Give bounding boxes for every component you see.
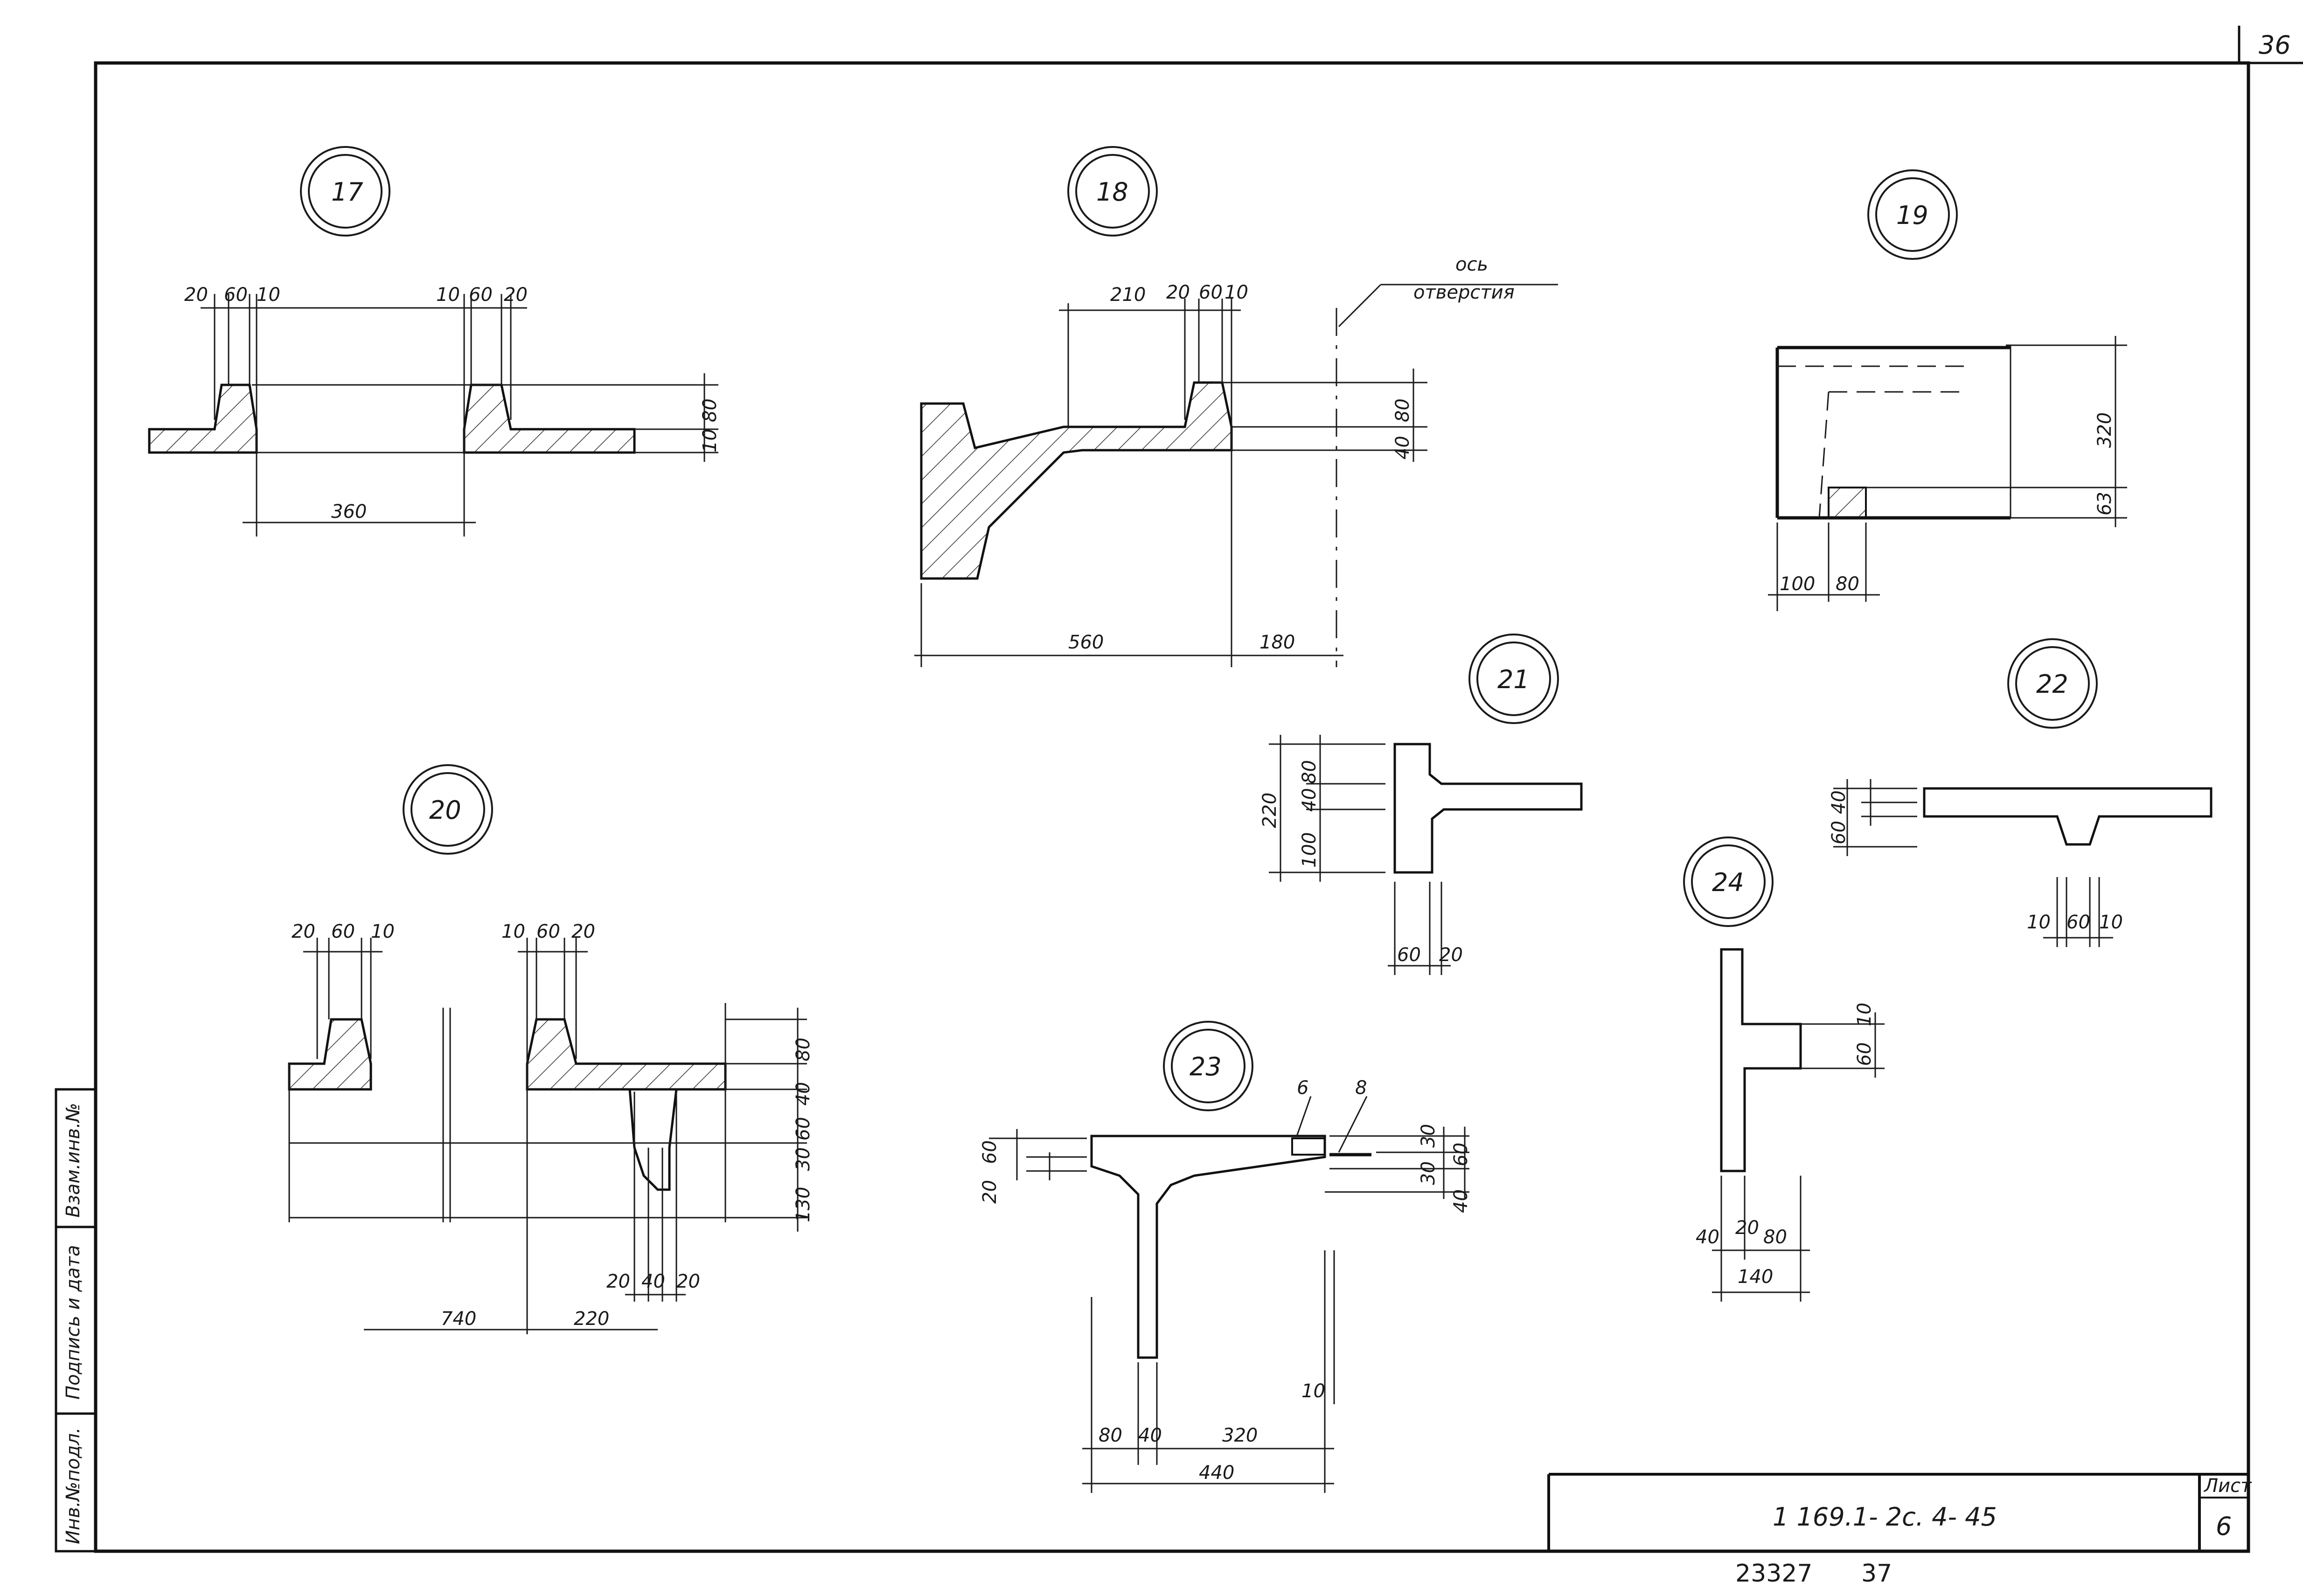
dim-20-h: 80	[793, 1038, 814, 1061]
dim-20-l: 130	[793, 1187, 814, 1222]
dim-17-i: 80	[699, 398, 721, 422]
dim-17-g: 360	[331, 501, 367, 523]
dim-23-f: 30	[1418, 1161, 1439, 1185]
dim-23-c: 20	[979, 1180, 1001, 1204]
dim-19-d: 80	[1836, 573, 1859, 595]
dim-21-e: 60	[1397, 944, 1421, 966]
dim-23-l: 320	[1222, 1425, 1258, 1446]
dim-20-o: 20	[676, 1271, 700, 1292]
dim-23-b: 8	[1355, 1077, 1367, 1099]
dim-18-a: 210	[1110, 284, 1146, 306]
dim-22-e: 10	[2099, 912, 2123, 933]
dim-20-d: 10	[501, 921, 525, 942]
dim-23-m: 440	[1199, 1462, 1234, 1484]
dim-23-h: 40	[1450, 1189, 1472, 1213]
dim-18-d: 10	[1225, 282, 1248, 303]
dim-19-b: 63	[2094, 492, 2115, 516]
dim-20-c: 10	[371, 921, 395, 942]
dim-17-f: 20	[504, 284, 528, 306]
dim-24-f: 140	[1738, 1266, 1773, 1288]
dim-22-c: 10	[2027, 912, 2051, 933]
title-code: 1 169.1- 2c. 4- 45	[1773, 1502, 1997, 1532]
bottom-number-a: 23327	[1735, 1560, 1812, 1588]
dim-21-c: 40	[1299, 788, 1320, 812]
detail-17: 17 20 60 10 10 60 20 360 10 80	[148, 146, 721, 537]
detail-24: 24 10 60 40 20 80 140	[1683, 836, 1885, 1302]
dim-19-c: 100	[1780, 573, 1815, 595]
detail-24-number: 24	[1712, 868, 1744, 897]
detail-18-number: 18	[1096, 177, 1128, 207]
dim-20-b: 60	[331, 921, 355, 942]
dim-23-j: 80	[1099, 1425, 1122, 1446]
detail-19-number: 19	[1896, 201, 1928, 230]
dim-24-d: 20	[1735, 1217, 1759, 1239]
dim-23-k: 40	[1138, 1425, 1162, 1446]
dim-23-i: 10	[1301, 1380, 1325, 1402]
dim-18-f: 40	[1392, 436, 1413, 460]
dim-21-b: 80	[1299, 760, 1320, 784]
stamp-signature-label: Подпись и дата	[63, 1245, 84, 1400]
dim-20-n: 40	[641, 1271, 665, 1292]
dim-20-i: 40	[793, 1082, 814, 1106]
dim-22-b: 40	[1828, 790, 1850, 814]
dim-21-d: 100	[1299, 832, 1320, 868]
dim-20-j: 60	[793, 1117, 814, 1141]
dim-20-a: 20	[292, 921, 315, 942]
dim-17-h: 10	[699, 429, 721, 453]
dim-18-e: 80	[1392, 398, 1413, 422]
dim-23-e: 30	[1418, 1124, 1439, 1148]
sheet-corner-number: 36	[2259, 30, 2291, 60]
detail-19: 19 320 63 100 80	[1768, 169, 2127, 611]
dim-20-q: 220	[574, 1308, 609, 1330]
side-stamp: Инв.№подл. Подпись и дата Взам.инв.№	[55, 1088, 97, 1553]
drawing-frame	[94, 26, 2303, 1553]
detail-18: 18 210 20 60 10 80 40 560 180 ось отверс…	[914, 146, 1558, 667]
sheet-label: Лист	[2203, 1475, 2252, 1497]
dim-18-h: 180	[1259, 632, 1295, 653]
dim-24-b: 60	[1854, 1042, 1875, 1066]
detail-20-number: 20	[429, 795, 461, 825]
dim-21-f: 20	[1439, 944, 1463, 966]
dim-18-c: 60	[1199, 282, 1223, 303]
detail-21-number: 21	[1497, 665, 1530, 694]
dim-20-k: 30	[793, 1147, 814, 1171]
detail-23: 23 6 8 20 60 30 30 60 40 10 80 40	[979, 1021, 1472, 1493]
dim-21-a: 220	[1259, 793, 1280, 828]
dim-24-a: 10	[1854, 1003, 1875, 1026]
dim-22-d: 60	[2066, 912, 2090, 933]
detail-22: 22 60 40 10 60 10	[1828, 638, 2213, 947]
dim-24-e: 80	[1763, 1227, 1787, 1248]
dim-23-a: 6	[1297, 1077, 1308, 1099]
detail-22-number: 22	[2036, 669, 2068, 699]
detail-23-number: 23	[1190, 1052, 1222, 1081]
dim-24-c: 40	[1696, 1227, 1719, 1248]
dim-20-e: 60	[536, 921, 560, 942]
dim-20-p: 740	[441, 1308, 476, 1330]
stamp-replace-label: Взам.инв.№	[63, 1103, 84, 1218]
sheet-number: 6	[2216, 1512, 2232, 1541]
dim-18-b: 20	[1166, 282, 1190, 303]
bottom-number-b: 37	[1861, 1560, 1892, 1588]
dim-17-b: 60	[224, 284, 248, 306]
dim-17-d: 10	[436, 284, 460, 306]
dim-17-c: 10	[257, 284, 280, 306]
title-block	[1547, 1473, 2248, 1551]
dim-23-d: 60	[979, 1140, 1001, 1164]
dim-22-a: 60	[1828, 821, 1850, 844]
stamp-inv-label: Инв.№подл.	[63, 1427, 84, 1544]
axis-label-line-1: ось	[1455, 254, 1488, 275]
dim-20-m: 20	[606, 1271, 630, 1292]
dim-18-g: 560	[1068, 632, 1104, 653]
dim-23-g: 60	[1450, 1143, 1472, 1166]
dim-20-f: 20	[571, 921, 595, 942]
detail-21: 21 220 80 40 100 60 20	[1259, 634, 1583, 975]
dim-17-e: 60	[469, 284, 493, 306]
detail-17-number: 17	[331, 177, 363, 207]
axis-label-line-2: отверстия	[1413, 282, 1515, 303]
dim-19-a: 320	[2094, 412, 2115, 448]
detail-20: 20 20 60 10 10 60 20	[288, 764, 814, 1334]
dim-17-a: 20	[184, 284, 208, 306]
